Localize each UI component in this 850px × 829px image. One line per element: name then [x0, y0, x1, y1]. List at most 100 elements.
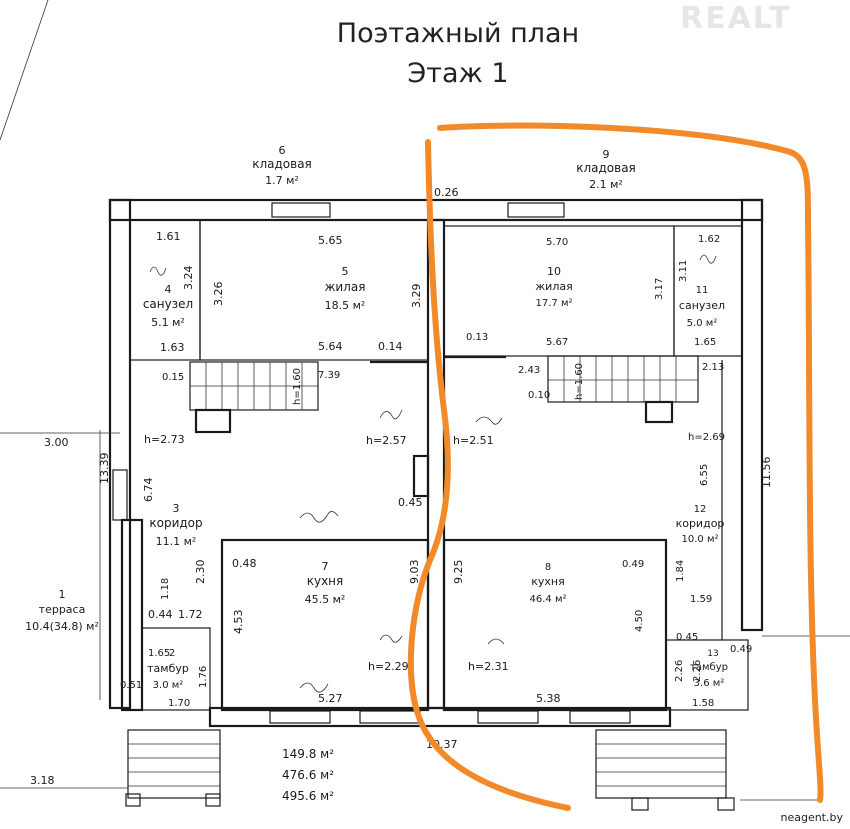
room4-frame [129, 219, 201, 361]
dim-9-25: 9.25 [452, 560, 465, 585]
floor-title: Этаж 1 [407, 58, 508, 89]
dim-2-26-b: 2.26 [692, 660, 703, 682]
h-mid-right: h=2.51 [453, 434, 494, 447]
dim-3-18: 3.18 [30, 774, 55, 787]
dim-2-13: 2.13 [702, 362, 724, 373]
total-area-1: 149.8 м² [282, 747, 334, 761]
total-area-3: 495.6 м² [282, 789, 334, 803]
dim-1-62: 1.62 [698, 234, 720, 245]
room8-num: 8 [545, 562, 551, 573]
h-left-corridor: h=2.73 [144, 433, 185, 446]
h-kitchen-right: h=2.31 [468, 660, 509, 673]
plan-title: Поэтажный план [337, 18, 579, 49]
dim-1-72: 1.72 [178, 608, 203, 621]
room1-num: 1 [59, 588, 66, 601]
room5-frame [199, 219, 429, 361]
room11-name: санузел [679, 299, 725, 312]
room8-area: 46.4 м² [530, 594, 567, 605]
room13-num: 13 [707, 649, 718, 659]
window-left [112, 469, 128, 521]
scribble-mark-1 [299, 511, 339, 523]
room9-name: кладовая [576, 161, 636, 175]
room10-num: 10 [547, 265, 561, 278]
dim-0-49: 0.49 [622, 559, 644, 570]
dim-1-65-b: 1.65 [148, 648, 170, 659]
dim-0-26: 0.26 [434, 186, 459, 199]
window-top-right [507, 202, 565, 218]
room10-name: жилая [535, 280, 572, 293]
dim-0-49-b: 0.49 [730, 644, 752, 655]
dim-1-84: 1.84 [675, 560, 686, 582]
dim-1-58: 1.58 [692, 698, 714, 709]
dim-9-03: 9.03 [408, 560, 421, 585]
dim-5-64: 5.64 [318, 340, 343, 353]
dim-3-17: 3.17 [654, 278, 665, 300]
dim-1-18: 1.18 [160, 578, 171, 600]
watermark-text: REALT [680, 1, 791, 36]
scribble-mark-3 [475, 416, 503, 425]
outer-left-wall [108, 198, 132, 710]
room6-area: 1.7 м² [265, 174, 299, 187]
dim-0-48: 0.48 [232, 557, 257, 570]
dim-13-39: 13.39 [98, 453, 111, 485]
room10-area: 17.7 м² [536, 298, 573, 309]
dim-3-24: 3.24 [182, 266, 195, 291]
dim-0-13: 0.13 [466, 332, 488, 343]
stairs-bottom-left [125, 729, 221, 807]
room11-frame [673, 225, 743, 357]
room12-num: 12 [694, 504, 707, 515]
window-bottom-3 [477, 710, 539, 724]
dim-0-14: 0.14 [378, 340, 403, 353]
dim-2-30: 2.30 [194, 560, 207, 585]
dim-3-29: 3.29 [410, 284, 423, 309]
room7-area: 45.5 м² [305, 593, 346, 606]
window-bottom-4 [569, 710, 631, 724]
dim-3-00: 3.00 [44, 436, 69, 449]
dim-5-70: 5.70 [546, 237, 568, 248]
h-stair-right: h=1.60 [574, 363, 585, 400]
h-right-corridor: h=2.69 [688, 432, 725, 443]
dim-7-39: 7.39 [318, 370, 340, 381]
column-right [644, 400, 674, 424]
scribble-mark-5 [379, 634, 403, 643]
scribble-mark-7 [149, 266, 167, 276]
room7-num: 7 [322, 560, 329, 573]
dim-0-51: 0.51 [120, 680, 142, 691]
area-totals: 149.8 м² 476.6 м² 495.6 м² [282, 747, 334, 803]
dim-0-45: 0.45 [398, 496, 423, 509]
room5-name: жилая [325, 280, 366, 294]
entry-stair-right [595, 729, 727, 799]
room2-name: тамбур [147, 662, 189, 675]
window-top-left [271, 202, 331, 218]
highlight-outline [407, 122, 824, 811]
dim-1-59: 1.59 [690, 594, 712, 605]
room11-num: 11 [696, 285, 709, 296]
room7-frame [220, 538, 430, 712]
column-mid [412, 454, 430, 498]
room12-area: 10.0 м² [682, 534, 719, 545]
stairs-left [189, 361, 319, 411]
h-mid-left: h=2.57 [366, 434, 407, 447]
room12-name: коридор [676, 517, 725, 530]
dim-5-27: 5.27 [318, 692, 343, 705]
room5-area: 18.5 м² [325, 299, 366, 312]
room5-num: 5 [342, 265, 349, 278]
h-stair-left: h=1.60 [292, 368, 303, 405]
room9-num: 9 [603, 148, 610, 161]
room7-name: кухня [307, 574, 344, 588]
dim-0-44: 0.44 [148, 608, 173, 621]
room6-num: 6 [279, 144, 286, 157]
room11-area: 5.0 м² [687, 318, 718, 329]
dim-4-53: 4.53 [232, 610, 245, 635]
room13-name: тамбур [690, 662, 728, 673]
dim-1-70: 1.70 [168, 698, 190, 709]
left-corridor-wall [120, 518, 144, 712]
room4-area: 5.1 м² [151, 316, 185, 329]
dim-6-55: 6.55 [699, 464, 710, 486]
room2-frame [141, 627, 211, 711]
dim-5-65: 5.65 [318, 234, 343, 247]
room-labels: 6 кладовая 1.7 м² 9 кладовая 2.1 м² 4 са… [25, 144, 728, 691]
dim-2-43: 2.43 [518, 365, 540, 376]
room6-name: кладовая [252, 157, 312, 171]
dim-11-56: 11.56 [760, 457, 773, 489]
